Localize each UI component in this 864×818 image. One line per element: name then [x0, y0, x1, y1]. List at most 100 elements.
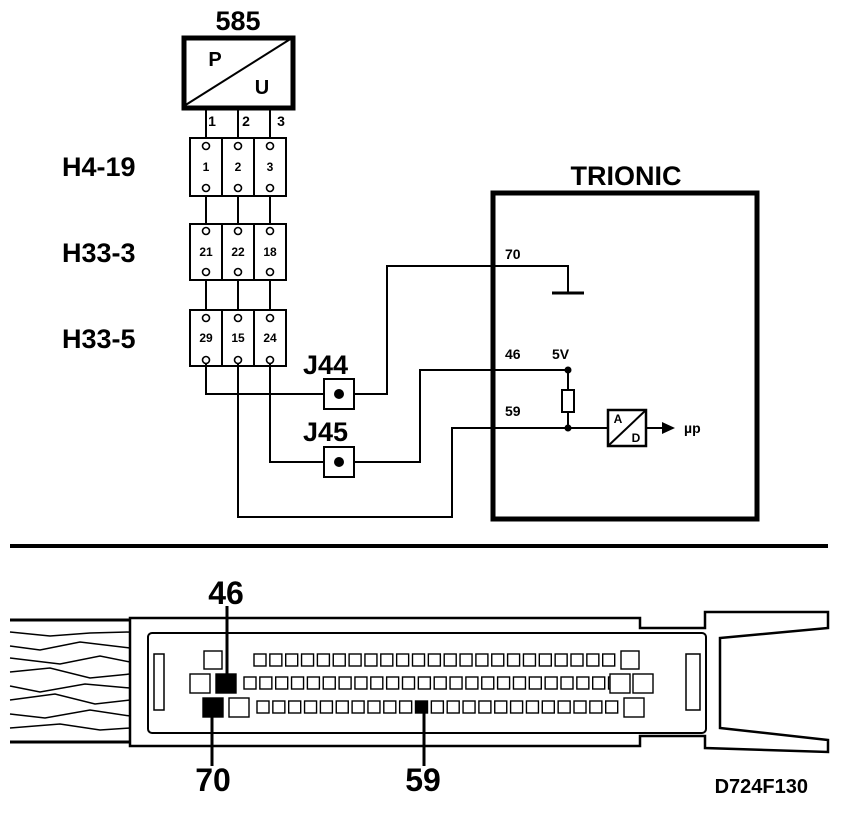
pin-cavity-large [620, 650, 640, 670]
pin-cavity [465, 676, 479, 690]
pin-cavity [364, 653, 378, 667]
pin-cavity [319, 700, 334, 714]
pin-cavity [462, 700, 476, 714]
pin-cavity [303, 700, 318, 714]
pin-cavity [573, 700, 587, 714]
pin-cavity [259, 676, 273, 690]
ecu-pin-46: 46 [505, 346, 521, 362]
pin-cavity [370, 676, 384, 690]
pin-cavity [300, 653, 315, 667]
test-point-j45 [323, 446, 355, 478]
pin-cavity [335, 700, 349, 714]
pin-cavity-large [609, 673, 631, 694]
pin-cavity [491, 653, 505, 667]
svg-text:2: 2 [235, 160, 242, 174]
pin-cavity [449, 676, 463, 690]
pin-cavity [544, 676, 558, 690]
pin-cavity-large [228, 697, 250, 718]
pin-cavity [322, 676, 336, 690]
pin-cavity [253, 653, 267, 667]
pin-cavity [272, 700, 286, 714]
svg-text:3: 3 [267, 160, 274, 174]
sensor-letter-p: P [208, 49, 221, 71]
svg-text:24: 24 [263, 331, 277, 345]
pin-cavity-large [632, 673, 654, 694]
pin-cavity [478, 700, 492, 714]
pin-cavity [401, 676, 416, 690]
wire-pin-29 [205, 364, 324, 395]
ecu-box [490, 190, 760, 522]
sensor-pin-3: 3 [277, 113, 285, 129]
pin-cavity [459, 653, 473, 667]
pin-cavity [554, 653, 568, 667]
pin-cavity-large [203, 650, 223, 670]
pin-cavity [285, 653, 299, 667]
svg-text:18: 18 [263, 245, 277, 259]
connector-h4-19: 1 2 3 [189, 137, 287, 197]
pin-cavity [522, 653, 537, 667]
wire-pin-24 [269, 364, 324, 463]
pin-cavity-large [623, 697, 645, 718]
sensor-pin-1: 1 [208, 113, 216, 129]
pin-cavity [602, 653, 616, 667]
connector-h33-3: 21 22 18 [189, 223, 287, 281]
connector-h33-5: 29 15 24 [189, 309, 287, 367]
pin-cavity [605, 700, 619, 714]
test-point-j44 [323, 378, 355, 410]
pin-cavity [512, 676, 527, 690]
pin-cavity [496, 676, 511, 690]
pin-cavity [367, 700, 381, 714]
pin-cavity [592, 676, 606, 690]
pin-cavity [275, 676, 289, 690]
pin-cavity [383, 700, 397, 714]
pin-cavity [351, 700, 365, 714]
pin-cavity [256, 700, 270, 714]
wire-j44-70 [354, 265, 569, 395]
pin-cavity-large [189, 673, 211, 694]
pin-cavity [332, 653, 346, 667]
callout-59: 59 [405, 762, 441, 798]
connector-pin-grid [189, 650, 654, 718]
pin-cavity [443, 653, 457, 667]
ecu-pin-70: 70 [505, 246, 521, 262]
pin-cavity [430, 700, 445, 714]
pin-cavity [494, 700, 508, 714]
harness-wires [9, 618, 131, 744]
pin-cavity [316, 653, 331, 667]
pin-cavity [481, 676, 495, 690]
pin-cavity [586, 653, 600, 667]
svg-text:D: D [632, 431, 641, 445]
ecu-supply-5v: 5V [552, 346, 570, 362]
pin-cavity [385, 676, 400, 690]
connector-label-h4-19: H4-19 [62, 152, 136, 182]
pin-cavity [433, 676, 447, 690]
svg-text:1: 1 [203, 160, 210, 174]
callout-70: 70 [195, 762, 231, 798]
pin-cavity [528, 676, 542, 690]
callout-46: 46 [208, 575, 244, 611]
test-point-label-j45: J45 [303, 417, 348, 447]
pin-cavity [509, 700, 524, 714]
pin-cavity [589, 700, 603, 714]
svg-text:A: A [614, 412, 623, 426]
ecu-pin-59: 59 [505, 403, 521, 419]
svg-text:21: 21 [199, 245, 213, 259]
svg-text:22: 22 [231, 245, 245, 259]
pin-cavity [417, 676, 432, 690]
connector-label-h33-5: H33-5 [62, 324, 136, 354]
pin-cavity [560, 676, 574, 690]
pin-cavity [570, 653, 584, 667]
pin-cavity [411, 653, 426, 667]
pin-cavity [398, 700, 413, 714]
pin-cavity-59 [414, 700, 429, 714]
pressure-sensor: P U [181, 35, 296, 111]
sensor-id: 585 [215, 6, 260, 36]
ecu-title: TRIONIC [571, 161, 682, 191]
wire-pin-15 [237, 364, 568, 518]
pin-cavity [243, 676, 257, 690]
connector-label-h33-3: H33-3 [62, 238, 136, 268]
pin-cavity [269, 653, 283, 667]
pin-cavity [288, 700, 302, 714]
svg-text:15: 15 [231, 331, 245, 345]
pin-cavity [290, 676, 305, 690]
